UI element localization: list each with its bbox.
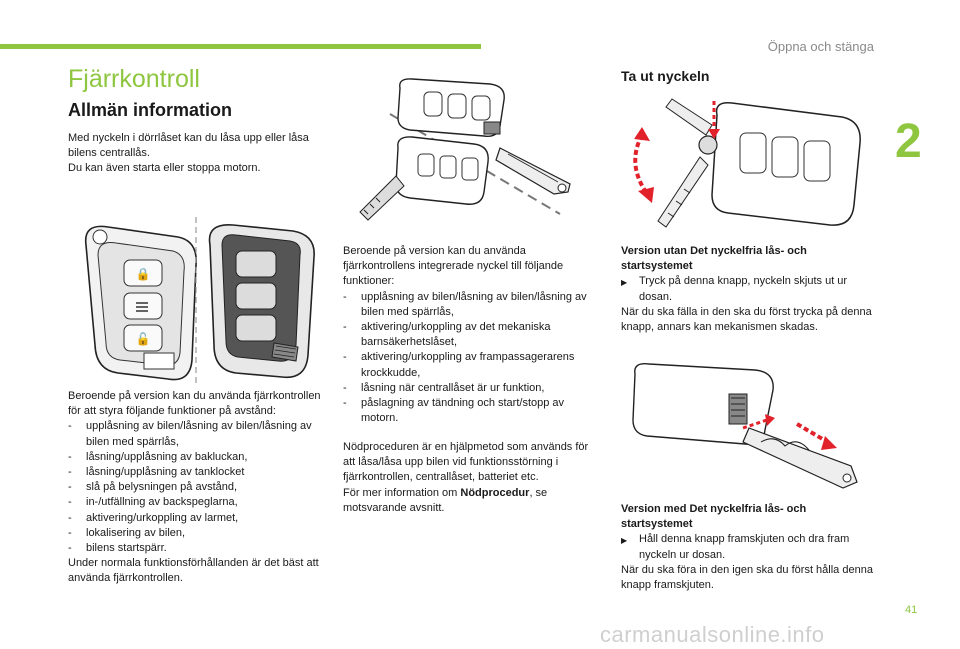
emergency-block: Nödproceduren är en hjälpmetod som använ…	[343, 440, 601, 516]
svg-text:🔒: 🔒	[136, 267, 151, 281]
remote-functions-block: Beroende på version kan du använda fjärr…	[68, 389, 326, 587]
intro-text: Med nyckeln i dörrlåset kan du låsa upp …	[68, 131, 318, 177]
section-heading: Allmän information	[68, 100, 233, 120]
list-item: upplåsning av bilen/låsning av bilen/lås…	[343, 290, 601, 320]
key-pull-illustration	[632, 363, 858, 489]
svg-text:🔓: 🔓	[136, 332, 151, 346]
key-function-list: upplåsning av bilen/låsning av bilen/lås…	[343, 290, 601, 427]
list-item: låsning/upplåsning av tanklocket	[68, 465, 326, 480]
key-functions-block: Beroende på version kan du använda fjärr…	[343, 244, 601, 426]
emergency-text: Nödproceduren är en hjälpmetod som använ…	[343, 441, 589, 484]
list-item: aktivering/urkoppling av det mekaniska b…	[343, 320, 601, 350]
emergency-procedure-link[interactable]: Nödprocedur	[460, 486, 530, 499]
version-without-heading: Version utan Det nyckelfria lås- och sta…	[621, 245, 807, 273]
version-with-note: När du ska föra in den igen ska du först…	[621, 563, 873, 592]
remote-outro: Under normala funktionsförhållanden är d…	[68, 557, 319, 585]
list-item: Tryck på denna knapp, nyckeln skjuts ut …	[621, 274, 879, 304]
page-title: Fjärrkontroll	[68, 65, 200, 93]
integrated-key-illustration	[359, 78, 571, 221]
version-with-block: Version med Det nyckelfria lås- och star…	[621, 502, 879, 593]
more-info-prefix: För mer information om	[343, 486, 461, 499]
remove-key-heading: Ta ut nyckeln	[621, 68, 710, 84]
version-without-block: Version utan Det nyckelfria lås- och sta…	[621, 244, 879, 335]
list-item: in-/utfällning av backspeglarna,	[68, 495, 326, 510]
intro-line: Du kan även starta eller stoppa motorn.	[68, 162, 261, 175]
version-without-note: När du ska fälla in den ska du först try…	[621, 305, 872, 334]
list-item: lokalisering av bilen,	[68, 526, 326, 541]
remote-key-illustration: 🔒 🔓	[84, 217, 315, 383]
list-item: aktivering/urkoppling av larmet,	[68, 511, 326, 526]
section-title: Öppna och stänga	[767, 39, 874, 54]
remote-function-list: upplåsning av bilen/låsning av bilen/lås…	[68, 419, 326, 556]
more-info-text: För mer information om Nödprocedur, se m…	[343, 486, 601, 516]
list-item: påslagning av tändning och start/stopp a…	[343, 396, 601, 426]
remote-intro: Beroende på version kan du använda fjärr…	[68, 390, 321, 418]
list-item: upplåsning av bilen/låsning av bilen/lås…	[68, 419, 326, 449]
watermark: carmanualsonline.info	[600, 622, 825, 647]
list-item: bilens startspärr.	[68, 541, 326, 556]
version-without-steps: Tryck på denna knapp, nyckeln skjuts ut …	[621, 274, 879, 304]
list-item: låsning när centrallåset är ur funktion,	[343, 381, 601, 396]
key-intro: Beroende på version kan du använda fjärr…	[343, 245, 564, 288]
chapter-number: 2	[895, 115, 922, 168]
intro-line: Med nyckeln i dörrlåset kan du låsa upp …	[68, 132, 309, 160]
list-item: slå på belysningen på avstånd,	[68, 480, 326, 495]
version-with-steps: Håll denna knapp framskjuten och dra fra…	[621, 532, 879, 562]
header-accent-bar	[0, 44, 481, 49]
more-info-suffix: , se motsvarande avsnitt.	[343, 486, 548, 514]
page-number: 41	[905, 604, 918, 616]
list-item: aktivering/urkoppling av frampassagerare…	[343, 350, 601, 380]
key-release-illustration	[633, 98, 861, 228]
list-item: låsning/upplåsning av bakluckan,	[68, 450, 326, 465]
list-item: Håll denna knapp framskjuten och dra fra…	[621, 532, 879, 562]
version-with-heading: Version med Det nyckelfria lås- och star…	[621, 503, 807, 531]
